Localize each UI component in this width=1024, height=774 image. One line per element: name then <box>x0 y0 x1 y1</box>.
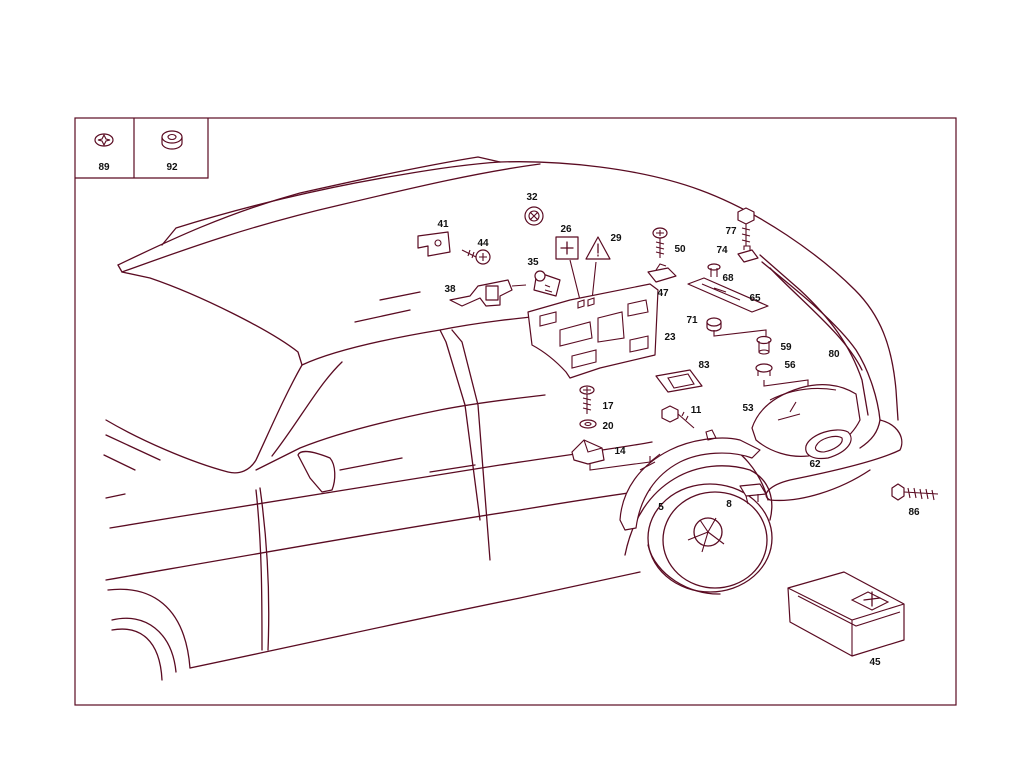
callout-47: 47 <box>657 288 669 299</box>
callout-labels: 32 41 44 26 29 35 38 50 77 74 68 47 65 7… <box>437 192 920 668</box>
callout-74: 74 <box>716 245 728 256</box>
part-44-screw <box>461 249 491 265</box>
part-17-screw <box>579 385 595 414</box>
callout-14: 14 <box>614 446 626 457</box>
part-74-clip <box>737 245 759 263</box>
legend-box: 89 92 <box>75 118 209 179</box>
legend-label-89: 89 <box>98 162 110 173</box>
part-38-striker <box>449 279 527 307</box>
callout-68: 68 <box>722 273 734 284</box>
part-11-screw <box>661 405 695 429</box>
part-59-bush <box>756 335 772 355</box>
callout-50: 50 <box>674 244 686 255</box>
diagram-frame <box>74 117 957 706</box>
callout-83: 83 <box>698 360 710 371</box>
callout-23: 23 <box>664 332 676 343</box>
callout-11: 11 <box>691 405 702 416</box>
part-68-rivet <box>707 263 721 277</box>
callout-45: 45 <box>869 657 881 668</box>
part-86-screw <box>891 483 939 501</box>
car-body-outline <box>103 156 903 681</box>
callout-65: 65 <box>749 293 761 304</box>
part-65-rail <box>687 277 769 313</box>
part-8-clip <box>739 483 767 505</box>
callout-20: 20 <box>602 421 614 432</box>
spacer-ring-icon <box>161 130 183 150</box>
part-50-screw <box>652 227 668 258</box>
callout-71: 71 <box>686 315 698 326</box>
part-56-grommet <box>755 363 773 376</box>
part-26-first-aid-sticker <box>555 236 579 260</box>
legend-label-92: 92 <box>166 162 178 173</box>
part-35-lamp <box>533 270 561 297</box>
callout-77: 77 <box>725 226 737 237</box>
part-71-spacer <box>706 317 722 332</box>
callout-17: 17 <box>602 401 614 412</box>
callout-62: 62 <box>809 459 821 470</box>
callout-32: 32 <box>526 192 538 203</box>
part-5-wheel-arch-liner <box>619 429 761 531</box>
callout-59: 59 <box>780 342 792 353</box>
part-47-clip-nut <box>647 263 677 283</box>
part-62-handle <box>805 429 852 460</box>
callout-86: 86 <box>908 507 920 518</box>
part-77-bolt <box>737 207 755 246</box>
part-29-warning-triangle-sticker <box>585 236 611 260</box>
rear-wheel <box>624 465 773 595</box>
callout-5: 5 <box>658 502 664 513</box>
star-washer-icon <box>94 133 114 147</box>
callout-29: 29 <box>610 233 622 244</box>
callout-44: 44 <box>477 238 489 249</box>
part-41-bracket <box>417 231 451 257</box>
part-14-bracket <box>571 439 605 465</box>
callout-56: 56 <box>784 360 796 371</box>
part-23-trim-panel <box>527 283 659 379</box>
callout-80: 80 <box>828 349 840 360</box>
callout-8: 8 <box>726 499 732 510</box>
callout-41: 41 <box>437 219 449 230</box>
callout-26: 26 <box>560 224 572 235</box>
callout-38: 38 <box>444 284 456 295</box>
part-45-first-aid-kit <box>787 571 905 657</box>
callout-53: 53 <box>742 403 754 414</box>
callout-35: 35 <box>527 257 539 268</box>
part-83-cover <box>655 369 703 393</box>
part-20-washer <box>579 419 597 429</box>
part-32-grommet <box>524 206 544 226</box>
